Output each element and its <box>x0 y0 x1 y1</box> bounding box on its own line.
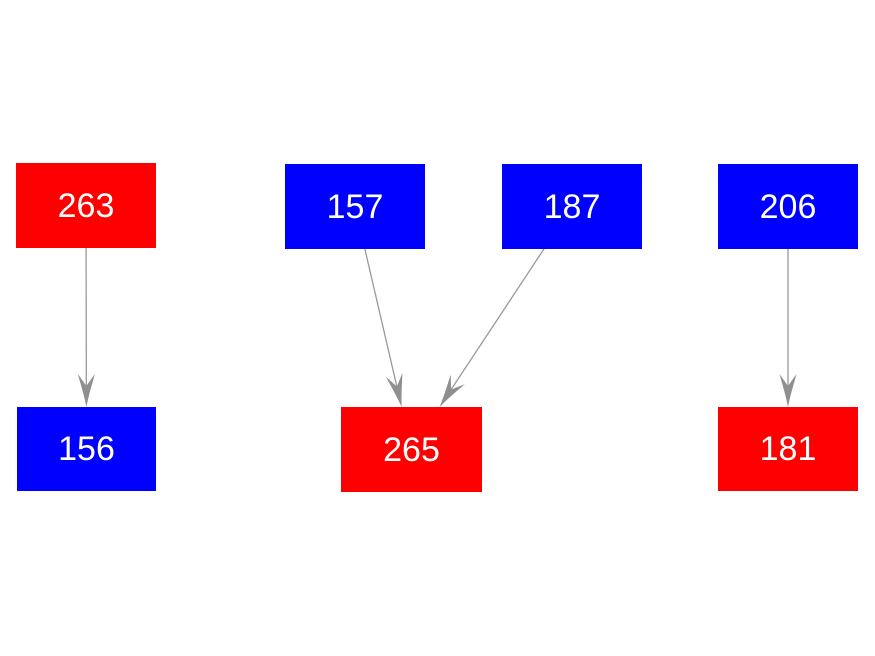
node-label: 181 <box>759 430 817 468</box>
graph-node-181: 181 <box>718 407 858 491</box>
node-label: 187 <box>543 187 601 226</box>
edge-157-to-265 <box>364 248 403 407</box>
node-label: 206 <box>759 187 817 226</box>
edge-187-to-265 <box>439 248 545 407</box>
graph-node-265: 265 <box>341 407 482 492</box>
edge-263-to-156 <box>77 247 95 407</box>
arrowhead <box>779 374 797 407</box>
graph-node-156: 156 <box>17 407 156 491</box>
node-label: 156 <box>58 430 115 468</box>
graph-node-187: 187 <box>502 164 642 249</box>
arrowhead <box>77 373 95 407</box>
edge-line <box>364 248 398 389</box>
graph-node-263: 263 <box>16 163 156 248</box>
graph-node-157: 157 <box>285 164 425 249</box>
node-label: 157 <box>326 187 384 226</box>
edge-line <box>449 248 545 392</box>
node-label: 263 <box>57 186 115 225</box>
node-label: 265 <box>383 430 440 469</box>
graph-node-206: 206 <box>718 164 858 249</box>
edge-206-to-181 <box>779 249 797 407</box>
arrowhead <box>385 372 403 407</box>
